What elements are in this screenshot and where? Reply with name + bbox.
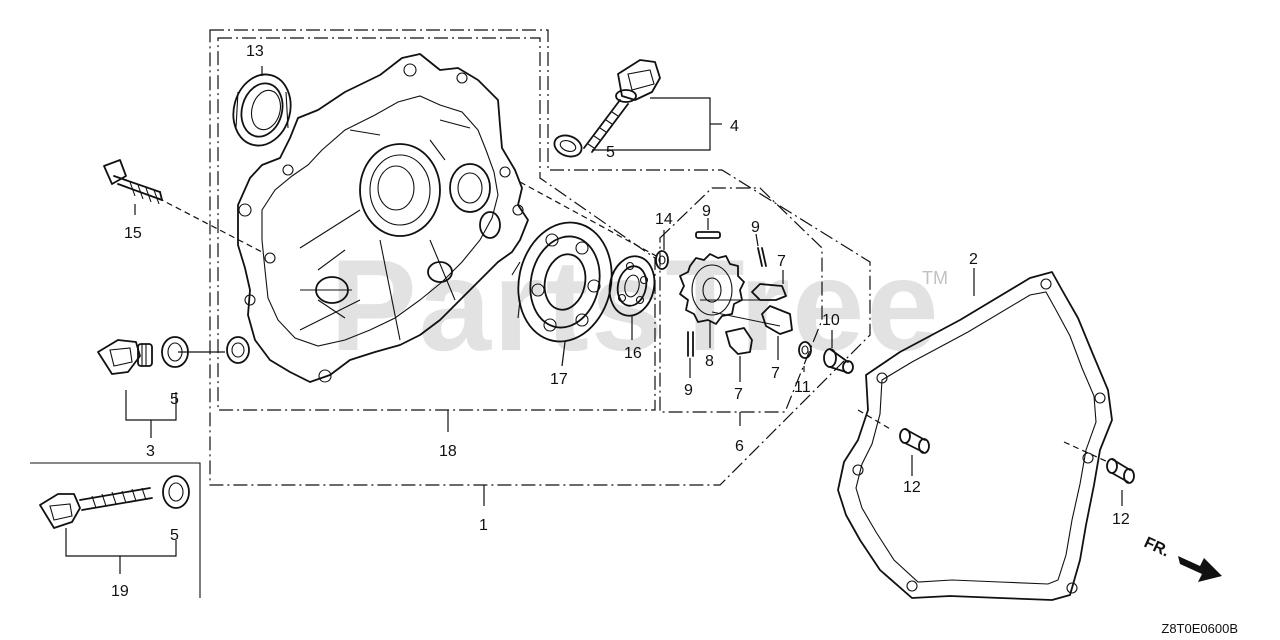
oil-drain-plug (97, 339, 153, 375)
governor-slider (823, 348, 854, 374)
callout-5-top: 5 (606, 144, 615, 161)
cover-gasket (837, 271, 1113, 601)
callout-16: 16 (624, 345, 642, 362)
governor-weight-right (761, 305, 793, 335)
drain-seal (226, 336, 250, 364)
callout-2: 2 (969, 251, 978, 268)
dowel-pin-left (899, 428, 930, 454)
callout-5-dipstick: 5 (170, 527, 179, 544)
governor-gear (679, 253, 745, 325)
callout-13: 13 (246, 43, 264, 60)
callout-1: 1 (479, 517, 488, 534)
oil-level-gauge (583, 59, 661, 153)
governor-pin-angled (757, 247, 767, 267)
flange-bolt (103, 159, 163, 205)
callout-10: 10 (822, 312, 840, 329)
governor-pin-top (695, 231, 721, 239)
callout-17: 17 (550, 371, 568, 388)
callout-11: 11 (794, 379, 811, 396)
callout-9-top: 9 (702, 203, 711, 220)
callout-14: 14 (655, 211, 673, 228)
dowel-pin-right (1106, 458, 1135, 484)
governor-weight-upper (751, 283, 787, 301)
diagram-code: Z8T0E0600B (1161, 621, 1238, 636)
governor-washer (798, 341, 812, 359)
callout-19: 19 (111, 583, 129, 600)
dipstick-assembly (39, 487, 153, 529)
assembly-6-outline (659, 187, 823, 413)
ball-bearing-small (608, 255, 656, 317)
callout-5-drain: 5 (170, 391, 179, 408)
assembly-1-outline (209, 29, 871, 486)
callout-7-right: 7 (771, 365, 780, 382)
callout-8: 8 (705, 353, 714, 370)
thrust-washer (655, 250, 669, 270)
callout-6: 6 (735, 438, 744, 455)
callout-7-lower: 7 (734, 386, 743, 403)
dipstick-washer (162, 475, 190, 509)
front-direction-arrow (1178, 556, 1222, 582)
callout-12-right: 12 (1112, 511, 1130, 528)
callout-7-upper: 7 (777, 253, 786, 270)
front-direction-label: FR. (1141, 534, 1172, 560)
trademark-mark: TM (922, 268, 948, 288)
callout-18: 18 (439, 443, 457, 460)
assembly-19-frame (30, 462, 201, 598)
leader-lines (65, 66, 1123, 574)
assembly-18-outline (217, 37, 656, 411)
governor-weight-lower (725, 327, 753, 355)
oil-seal (232, 73, 292, 147)
ball-bearing-large (511, 221, 613, 343)
callout-12-left: 12 (903, 479, 921, 496)
washer-top (553, 134, 583, 158)
callout-9-angled: 9 (751, 219, 760, 236)
callout-9-bottom: 9 (684, 382, 693, 399)
governor-pin-vertical (687, 331, 694, 357)
crankcase-cover (237, 53, 529, 383)
callout-4: 4 (730, 118, 739, 135)
callout-3: 3 (146, 443, 155, 460)
callout-15: 15 (124, 225, 142, 242)
